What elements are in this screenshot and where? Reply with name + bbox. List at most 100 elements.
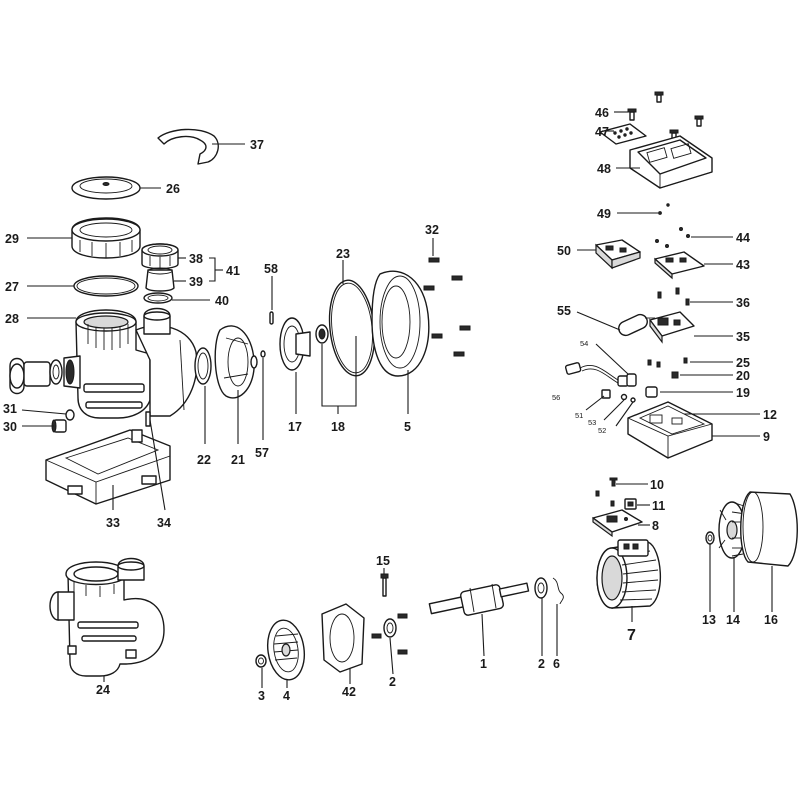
callout-25: 25 [736, 356, 750, 370]
o-ring-57 [260, 350, 266, 358]
union-nut-38 [141, 243, 179, 270]
callout-12: 12 [763, 408, 777, 422]
diffuser-seal-22 [194, 347, 212, 385]
union-tail-39 [145, 267, 175, 292]
callout-55: 55 [557, 304, 571, 318]
screws-25 [647, 357, 688, 368]
callout-51: 51 [575, 411, 583, 420]
callout-30: 30 [3, 420, 17, 434]
screw-46 [627, 108, 637, 121]
seal-plate-5 [371, 270, 430, 377]
callout-36: 36 [736, 296, 750, 310]
wave-washer-6 [552, 577, 564, 605]
callout-33: 33 [106, 516, 120, 530]
callout-32: 32 [425, 223, 439, 237]
callout-47: 47 [595, 125, 609, 139]
callout-52: 52 [598, 426, 606, 435]
terminal-board-8 [592, 509, 643, 538]
callout-42: 42 [342, 685, 356, 699]
callout-50: 50 [557, 244, 571, 258]
callout-4: 4 [283, 689, 290, 703]
washer-53 [620, 393, 628, 401]
lid-cover-26 [71, 176, 141, 200]
callout-43: 43 [736, 258, 750, 272]
screw-top-2 [694, 115, 704, 127]
screws-36 [657, 287, 690, 306]
callout-18: 18 [331, 420, 345, 434]
seal-3 [255, 654, 267, 668]
lid-ring-29 [71, 217, 141, 259]
callout-28: 28 [5, 312, 19, 326]
controller-base-9 [627, 401, 713, 459]
controller-cover-48 [629, 135, 713, 189]
callout-40: 40 [215, 294, 229, 308]
callout-41: 41 [226, 264, 240, 278]
motor-flange-42 [321, 603, 365, 673]
callout-14: 14 [726, 613, 740, 627]
screw-top-1 [654, 91, 664, 103]
callout-5: 5 [404, 420, 411, 434]
screws-32 [423, 257, 471, 357]
screws-44 [655, 227, 690, 248]
callout-15: 15 [376, 554, 390, 568]
screw-15 [380, 573, 389, 597]
callout-8: 8 [652, 519, 659, 533]
callout-7: 7 [627, 627, 636, 644]
label-plate-47 [599, 123, 647, 145]
cable-gland-54 [617, 373, 637, 387]
o-ring-27 [73, 275, 139, 297]
callout-49: 49 [597, 207, 611, 221]
callout-58: 58 [264, 262, 278, 276]
cooling-fan-14 [718, 501, 747, 559]
callout-10: 10 [650, 478, 664, 492]
ring-13 [705, 531, 715, 545]
callout-53: 53 [588, 418, 596, 427]
rotor-shaft-1 [428, 582, 530, 616]
power-cable-56 [564, 362, 619, 384]
callout-29: 29 [5, 232, 19, 246]
callout-27: 27 [5, 280, 19, 294]
callout-48: 48 [597, 162, 611, 176]
power-board-35 [649, 311, 695, 344]
callout-24: 24 [96, 683, 110, 697]
callout-39: 39 [189, 275, 203, 289]
callout-46: 46 [595, 106, 609, 120]
callout-56: 56 [552, 393, 560, 402]
callout-labels: 37 26 29 38 41 39 27 40 28 31 30 33 34 2… [3, 106, 778, 703]
callout-23: 23 [336, 247, 350, 261]
spring-58 [269, 311, 274, 325]
bearing-2-front [383, 618, 397, 638]
callout-13: 13 [702, 613, 716, 627]
callout-38: 38 [189, 252, 203, 266]
o-ring-40 [143, 292, 173, 304]
callout-37: 37 [250, 138, 264, 152]
callout-31: 31 [3, 402, 17, 416]
diffuser-21 [214, 325, 258, 399]
callout-16: 16 [764, 613, 778, 627]
screw-34 [145, 411, 151, 427]
callout-34: 34 [157, 516, 171, 530]
callout-9: 9 [763, 430, 770, 444]
screws-flange [371, 613, 408, 655]
clamp-handle-37 [157, 128, 219, 165]
callout-17: 17 [288, 420, 302, 434]
impeller-17 [279, 317, 311, 371]
screw-10 [609, 477, 618, 487]
fan-cover-16 [740, 491, 798, 567]
connector-11 [624, 498, 637, 510]
callout-19: 19 [736, 386, 750, 400]
motor-stator-7 [596, 539, 661, 609]
washer-52 [630, 397, 636, 403]
callout-3: 3 [258, 689, 265, 703]
callout-26: 26 [166, 182, 180, 196]
callout-57: 57 [255, 446, 269, 460]
small-screws [595, 490, 615, 507]
bearing-cover-4 [266, 619, 306, 681]
bearing-2-rear [534, 577, 548, 599]
callout-2-rear: 2 [538, 657, 545, 671]
small-part-49 [658, 203, 670, 215]
callout-54: 54 [580, 339, 588, 348]
leader-lines [21, 111, 773, 688]
control-board-50 [595, 239, 641, 270]
